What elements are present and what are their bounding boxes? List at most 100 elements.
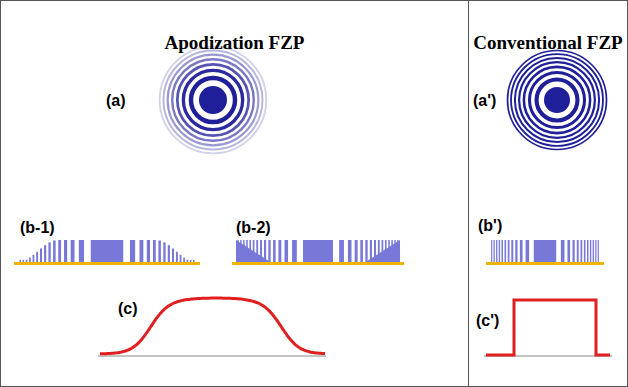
zone-bar	[502, 240, 503, 262]
zone-bar	[567, 240, 570, 262]
zone-profile	[14, 240, 200, 264]
callout-label: (c')	[476, 312, 499, 330]
callout-label: (b')	[478, 217, 502, 235]
zone-bar	[130, 240, 135, 262]
zone-bar	[355, 240, 358, 262]
zone-bar	[526, 240, 530, 262]
zone-bar	[147, 240, 150, 262]
zone-ring	[183, 70, 242, 129]
zone-ring	[172, 59, 254, 141]
zone-bar	[168, 245, 170, 262]
zone-bar	[172, 248, 174, 262]
zone-bar	[48, 242, 50, 262]
zone-ring	[177, 64, 248, 135]
zone-bar	[360, 240, 363, 262]
zone-bar	[561, 240, 565, 262]
zone-bar	[193, 260, 195, 262]
zone-bar	[36, 252, 38, 262]
zone-bar	[153, 240, 156, 262]
zone-bar	[573, 240, 575, 262]
rectangular-profile	[486, 300, 610, 355]
zone-bar	[285, 240, 289, 262]
zone-bar	[515, 240, 517, 262]
zone-ring	[168, 55, 259, 146]
zone-ring	[191, 78, 235, 122]
zone-bar	[53, 240, 56, 262]
zone-bar	[339, 240, 344, 262]
zone-bar	[71, 240, 75, 262]
zone-bar	[58, 240, 61, 262]
zone-plate	[508, 51, 607, 150]
substrate	[486, 262, 604, 265]
zone-bar	[176, 252, 178, 262]
panel-title: Apodization FZP	[1, 32, 468, 54]
zone-ring	[529, 72, 584, 127]
zone-bar	[40, 248, 42, 262]
zone-bar	[180, 255, 182, 262]
zone-bar	[365, 240, 367, 262]
zone-bar	[79, 240, 84, 262]
zone-bar	[581, 240, 583, 262]
zone-ring	[537, 80, 578, 121]
central-zone	[199, 86, 227, 114]
zone-bar	[273, 240, 276, 262]
zone-ring	[515, 58, 599, 142]
zone-bar	[499, 240, 500, 262]
panel-title: Conventional FZP	[469, 32, 627, 54]
zone-bar	[511, 240, 513, 262]
zone-bar	[183, 258, 185, 262]
zone-bar	[292, 240, 297, 262]
zone-bar	[64, 240, 67, 262]
zone-ring	[160, 47, 267, 154]
zone-ring	[519, 62, 595, 138]
apodization-wedge	[236, 240, 270, 262]
zone-profile	[486, 240, 604, 264]
zone-bar	[163, 242, 165, 262]
zone-bar	[520, 240, 523, 262]
callout-label: (c)	[118, 300, 138, 318]
zone-bar	[278, 240, 281, 262]
zone-bar	[26, 260, 28, 262]
apodization-wedge	[366, 240, 400, 262]
zone-bar	[595, 240, 596, 262]
zone-bar	[496, 240, 497, 262]
zone-bar	[534, 240, 556, 262]
zone-ring	[524, 67, 590, 133]
callout-label: (b-2)	[236, 219, 271, 237]
substrate	[14, 262, 200, 265]
zone-ring	[508, 51, 607, 150]
zone-bar	[187, 260, 189, 262]
central-zone	[544, 87, 570, 113]
zone-bar	[91, 240, 123, 262]
zone-bar	[577, 240, 579, 262]
zone-bar	[33, 255, 35, 262]
zone-bar	[590, 240, 591, 262]
substrate	[232, 262, 404, 265]
zone-bar	[190, 260, 192, 262]
apodization-profile	[100, 298, 325, 354]
zone-bar	[505, 240, 507, 262]
zone-ring	[164, 51, 263, 150]
apodized-zone-plate	[160, 47, 267, 154]
zone-bar	[139, 240, 143, 262]
callout-label: (b-1)	[20, 219, 55, 237]
zone-ring	[511, 54, 603, 146]
zone-bar	[44, 245, 46, 262]
zone-bar	[303, 240, 333, 262]
zone-bar	[268, 240, 270, 262]
zone-profile	[232, 240, 404, 264]
zone-bar	[19, 260, 21, 262]
zone-bar	[23, 260, 25, 262]
callout-label: (a)	[106, 92, 126, 110]
axis-line	[98, 356, 326, 357]
panel: Apodization FZP	[0, 0, 469, 387]
zone-bar	[598, 240, 599, 262]
zone-bar	[348, 240, 352, 262]
zone-bar	[584, 240, 586, 262]
callout-label: (a')	[473, 92, 496, 110]
zone-bar	[491, 240, 492, 262]
zone-bar	[29, 258, 31, 262]
zone-bar	[593, 240, 594, 262]
zone-bar	[508, 240, 510, 262]
